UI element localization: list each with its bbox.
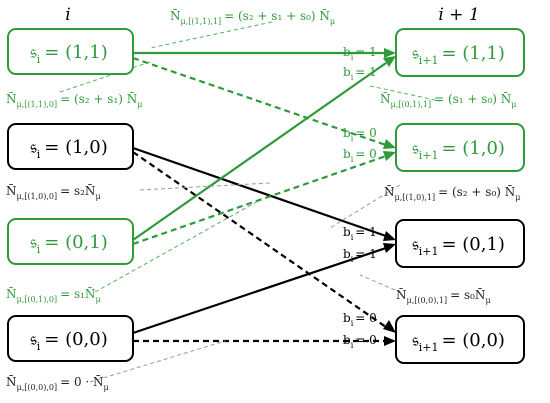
annotation-right-00: N̄μ,[(0,0),1]= s₀N̄μ <box>396 287 491 305</box>
right-node-10: 𝔰i+1= (1,0) <box>395 123 525 172</box>
edge-label-b1-top-a: bi= 1 <box>343 45 377 62</box>
arrowhead <box>383 231 396 241</box>
edge-01-to-11 <box>132 62 387 241</box>
leader-right-00 <box>359 274 396 291</box>
arrowhead <box>383 243 396 253</box>
svg-text:𝔰i+1= (0,0): 𝔰i+1= (0,0) <box>412 330 505 354</box>
annotation-left-11: N̄μ,[(1,1),0]= (s₂ + s₁) N̄μ <box>6 91 142 109</box>
svg-text:bi= 1: bi= 1 <box>343 45 377 62</box>
svg-text:N̄μ,[(0,0),0]= 0 · N̄μ: N̄μ,[(0,0),0]= 0 · N̄μ <box>6 374 109 392</box>
leader-left-01 <box>94 199 261 293</box>
annotation-left-01: N̄μ,[(0,1),0]= s₁N̄μ <box>6 286 101 304</box>
leader-left-10 <box>139 182 271 191</box>
left-node-01: 𝔰i= (0,1) <box>7 218 134 265</box>
arrowhead <box>384 48 396 58</box>
svg-text:𝔰i= (1,0): 𝔰i= (1,0) <box>30 137 108 161</box>
header-right: i + 1 <box>438 5 479 25</box>
svg-text:bi= 0: bi= 0 <box>343 333 377 350</box>
edge-label-b1-low-b: bi= 1 <box>343 247 377 264</box>
arrowhead <box>383 151 396 161</box>
right-node-11: 𝔰i+1= (1,1) <box>395 28 525 77</box>
svg-text:bi= 0: bi= 0 <box>343 311 377 328</box>
left-node-00: 𝔰i= (0,0) <box>7 315 134 362</box>
left-node-10: 𝔰i= (1,0) <box>7 123 134 170</box>
left-node-11: 𝔰i= (1,1) <box>7 28 134 75</box>
svg-text:bi= 0: bi= 0 <box>343 126 377 143</box>
svg-text:𝔰i+1= (0,1): 𝔰i+1= (0,1) <box>412 234 505 258</box>
right-node-01: 𝔰i+1= (0,1) <box>395 219 525 268</box>
svg-text:N̄μ,[(1,1),0]= (s₂ + s₁) N̄μ: N̄μ,[(1,1),0]= (s₂ + s₁) N̄μ <box>6 91 142 109</box>
svg-text:bi= 0: bi= 0 <box>343 147 377 164</box>
svg-text:N̄μ,[(1,0),1]= (s₂ + s₀) N̄μ: N̄μ,[(1,0),1]= (s₂ + s₀) N̄μ <box>384 184 520 202</box>
edge-label-b1-low-a: bi= 1 <box>343 225 377 242</box>
edge-label-b0-low-a: bi= 0 <box>343 311 377 328</box>
edge-label-b1-top-b: bi= 1 <box>343 65 377 82</box>
svg-text:𝔰i= (0,1): 𝔰i= (0,1) <box>30 232 108 256</box>
edge-label-b0-mid-b: bi= 0 <box>343 147 377 164</box>
annotation-right-01: N̄μ,[(0,1),1]= (s₁ + s₀) N̄μ <box>380 91 516 109</box>
annotation-right-10: N̄μ,[(1,0),1]= (s₂ + s₀) N̄μ <box>384 184 520 202</box>
edge-label-b0-low-b: bi= 0 <box>343 333 377 350</box>
annotation-left-00: N̄μ,[(0,0),0]= 0 · N̄μ <box>6 374 109 392</box>
arrowhead <box>383 320 396 333</box>
leader-left-00 <box>89 340 226 383</box>
svg-text:bi= 1: bi= 1 <box>343 65 377 82</box>
arrowhead <box>384 336 396 346</box>
edge-label-b0-mid-a: bi= 0 <box>343 126 377 143</box>
leader-right-01 <box>369 85 441 102</box>
svg-text:N̄μ,[(1,0),0]= s₂N̄μ: N̄μ,[(1,0),0]= s₂N̄μ <box>6 183 101 201</box>
annotation-top-green: N̄μ,[(1,1),1]= (s₂ + s₁ + s₀) N̄μ <box>170 8 335 26</box>
leader-left-11 <box>59 61 151 93</box>
svg-text:𝔰i= (1,1): 𝔰i= (1,1) <box>30 42 108 66</box>
svg-text:𝔰i= (0,0): 𝔰i= (0,0) <box>30 329 108 353</box>
svg-text:N̄μ,[(1,1),1]= (s₂ + s₁ + s₀): N̄μ,[(1,1),1]= (s₂ + s₁ + s₀) N̄μ <box>170 8 335 26</box>
svg-text:N̄μ,[(0,1),1]= (s₁ + s₀) N̄μ: N̄μ,[(0,1),1]= (s₁ + s₀) N̄μ <box>380 91 516 109</box>
svg-text:𝔰i+1= (1,0): 𝔰i+1= (1,0) <box>412 138 505 162</box>
edge-01-to-10 <box>132 154 387 246</box>
svg-text:bi= 1: bi= 1 <box>343 247 377 264</box>
svg-text:𝔰i+1= (1,1): 𝔰i+1= (1,1) <box>412 43 505 67</box>
svg-text:N̄μ,[(0,0),1]= s₀N̄μ: N̄μ,[(0,0),1]= s₀N̄μ <box>396 287 491 305</box>
arrowhead <box>383 56 396 67</box>
right-node-00: 𝔰i+1= (0,0) <box>395 315 525 364</box>
header-left: i <box>65 5 70 25</box>
svg-text:bi= 1: bi= 1 <box>343 225 377 242</box>
edge-11-to-10 <box>132 56 387 147</box>
edge-00-to-01 <box>132 246 387 335</box>
annotation-left-10: N̄μ,[(1,0),0]= s₂N̄μ <box>6 183 101 201</box>
edge-10-to-01 <box>132 146 387 238</box>
svg-text:N̄μ,[(0,1),0]= s₁N̄μ: N̄μ,[(0,1),0]= s₁N̄μ <box>6 286 101 304</box>
edge-10-to-00 <box>132 151 387 328</box>
arrowhead <box>383 139 396 149</box>
